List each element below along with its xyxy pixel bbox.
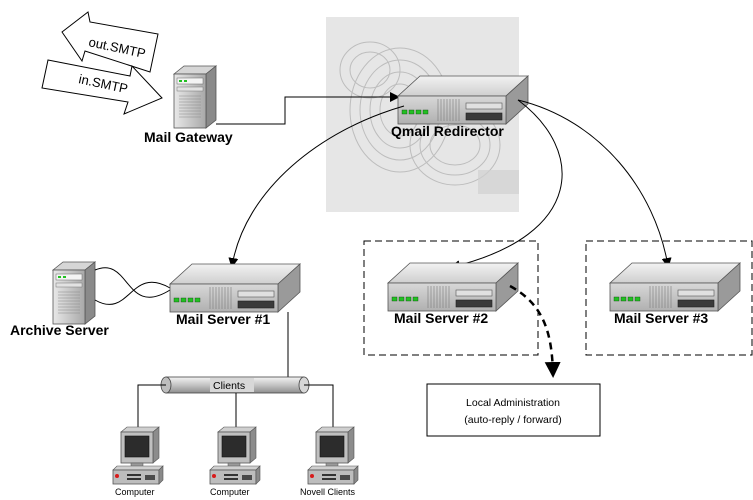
local-admin-title: Local Administration — [466, 397, 560, 409]
local-administration-box: Local Administration (auto-reply / forwa… — [426, 383, 601, 437]
mail-server-3-box — [585, 240, 753, 356]
mail-server-1 — [169, 263, 301, 313]
mail-gateway-server — [173, 65, 217, 129]
mail-server-3 — [609, 262, 741, 312]
client-computer-1 — [112, 426, 164, 485]
novell-client-computer — [307, 426, 359, 485]
clients-bus: Clients — [160, 376, 310, 394]
archive-server-label: Archive Server — [10, 322, 109, 338]
novell-clients-label: Novell Clients — [300, 487, 356, 497]
clients-bus-label: Clients — [213, 380, 245, 392]
redirector-to-server2-link — [450, 99, 563, 270]
client-computer-1-label: Computer — [115, 487, 155, 497]
mail-server-3-label: Mail Server #3 — [614, 310, 708, 326]
redirector-to-server1-link — [228, 105, 405, 268]
mail-gateway-label: Mail Gateway — [144, 129, 233, 145]
in-smtp-arrow: in.SMTP — [41, 59, 163, 115]
server2-to-local-admin-arrow — [509, 284, 561, 378]
mail-server-2 — [387, 262, 519, 312]
qmail-redirector-server — [397, 75, 529, 125]
qmail-redirector-label: Qmail Redirector — [391, 123, 504, 139]
client-computer-2-label: Computer — [210, 487, 250, 497]
gateway-to-redirector-line — [216, 92, 400, 125]
client-computer-2 — [209, 426, 261, 485]
mail-server-2-box — [363, 240, 539, 356]
archive-server — [52, 261, 96, 325]
mail-server-1-label: Mail Server #1 — [176, 311, 270, 327]
out-smtp-arrow: out.SMTP — [61, 11, 159, 73]
archive-link-cable — [94, 267, 171, 305]
redirector-to-server3-link — [517, 99, 672, 268]
mail-server-2-label: Mail Server #2 — [394, 310, 488, 326]
local-admin-subtitle: (auto-reply / forward) — [464, 414, 561, 426]
client-drop-lines — [137, 384, 334, 430]
